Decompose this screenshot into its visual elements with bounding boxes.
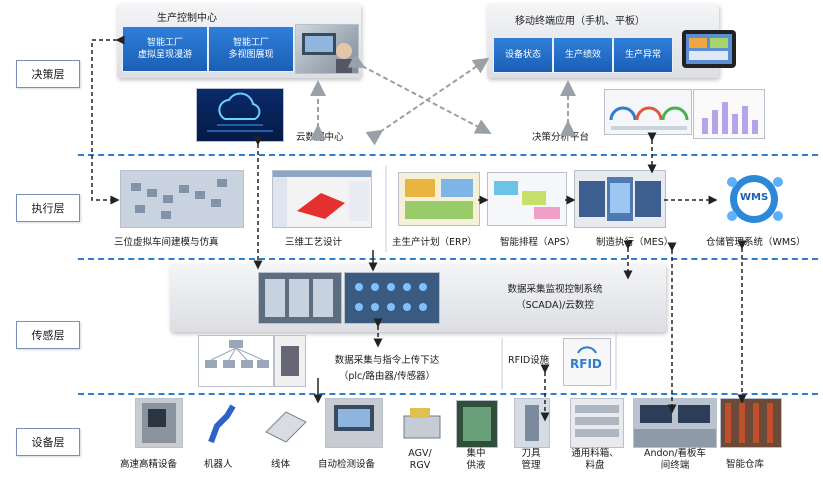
equip-item-label: 集中 供液 (466, 448, 486, 471)
rfid-logo-text: RFID (570, 357, 602, 371)
equip-item-label: Andon/看板车 间终端 (643, 448, 707, 471)
layer-divider (78, 393, 818, 395)
equip-item-label: 机器人 (204, 459, 233, 470)
exec-item-mes: 制造执行（MES） (596, 237, 674, 248)
mobile-app-panel: 移动终端应用（手机、平板） 设备状态 生产绩效 生产异常 (487, 4, 719, 78)
mes-image (574, 170, 666, 228)
analysis-bars-image (693, 89, 765, 139)
equip-item-label: 自动检测设备 (318, 459, 376, 470)
equip-image-line (262, 398, 310, 446)
virtual-workshop-image (120, 170, 244, 228)
scada-title-line2: （SCADA)/云数控 (516, 300, 594, 311)
equip-image-robot (203, 398, 239, 446)
equip-image-hs-machine (135, 398, 183, 448)
exec-item-erp: 主生产计划（ERP） (392, 237, 477, 248)
exec-item-virtual-workshop: 三位虚拟车间建模与仿真 (114, 237, 219, 248)
layer-label-execution: 执行层 (16, 194, 80, 222)
aps-image (487, 172, 567, 226)
rfid-label: RFID设施 (508, 355, 550, 366)
virtual-roaming-tile[interactable]: 智能工厂 虚拟呈现漫游 (122, 26, 208, 72)
control-center-panel: 生产控制中心 智能工厂 虚拟呈现漫游 智能工厂 多视图展现 (117, 4, 361, 78)
exec-item-process-design: 三维工艺设计 (285, 237, 343, 248)
scada-rack-image-2 (344, 272, 440, 324)
exec-item-wms: 仓储管理系统（WMS） (706, 237, 806, 248)
scada-rack-image-1 (258, 272, 342, 324)
data-collection-line2: （plc/路由器/传感器） (338, 371, 436, 382)
equip-image-inspection (325, 398, 383, 448)
production-exception-tile[interactable]: 生产异常 (613, 37, 673, 73)
equip-image-agv (398, 400, 446, 446)
decision-analysis-label: 决策分析平台 (532, 132, 590, 143)
analysis-gauges-image (604, 89, 692, 135)
equip-item-label: 智能仓库 (726, 459, 765, 470)
equip-item-label: 高速高精设备 (120, 459, 178, 470)
rfid-logo-image: RFID (563, 338, 611, 386)
production-performance-tile[interactable]: 生产绩效 (553, 37, 613, 73)
data-collection-line1: 数据采集与指令上传下达 (334, 355, 440, 366)
equip-item-label: 线体 (271, 459, 291, 470)
tablet-image (680, 26, 740, 72)
exec-item-aps: 智能排程（APS） (500, 237, 576, 248)
equip-image-warehouse (720, 398, 782, 448)
wms-logo-text: WMS (740, 192, 769, 203)
layer-label-decision: 决策层 (16, 60, 80, 88)
plc-network-image (198, 335, 274, 387)
layer-divider (78, 154, 818, 156)
layer-label-equipment: 设备层 (16, 428, 80, 456)
equip-image-fluid (456, 400, 498, 448)
erp-image (398, 172, 480, 226)
process-design-image (272, 170, 372, 228)
wms-image: WMS (716, 172, 792, 226)
router-image (274, 335, 306, 387)
multi-view-tile[interactable]: 智能工厂 多视图展现 (208, 26, 294, 72)
equip-item-label: 刀具 管理 (521, 448, 541, 471)
scada-title-line1: 数据采集监视控制系统 (507, 284, 603, 295)
layer-label-sensing: 传感层 (16, 321, 80, 349)
cloud-datacenter-image (196, 88, 284, 142)
equip-image-andon (633, 398, 717, 448)
mobile-app-title: 移动终端应用（手机、平板） (515, 16, 645, 27)
equip-image-bins (570, 398, 624, 448)
device-status-tile[interactable]: 设备状态 (493, 37, 553, 73)
equip-item-label: AGV/ RGV (408, 448, 432, 471)
control-center-title: 生产控制中心 (157, 13, 217, 24)
equip-image-tool (514, 398, 550, 448)
layer-divider (78, 258, 818, 260)
equip-item-label: 通用料箱、 料盘 (571, 448, 619, 471)
